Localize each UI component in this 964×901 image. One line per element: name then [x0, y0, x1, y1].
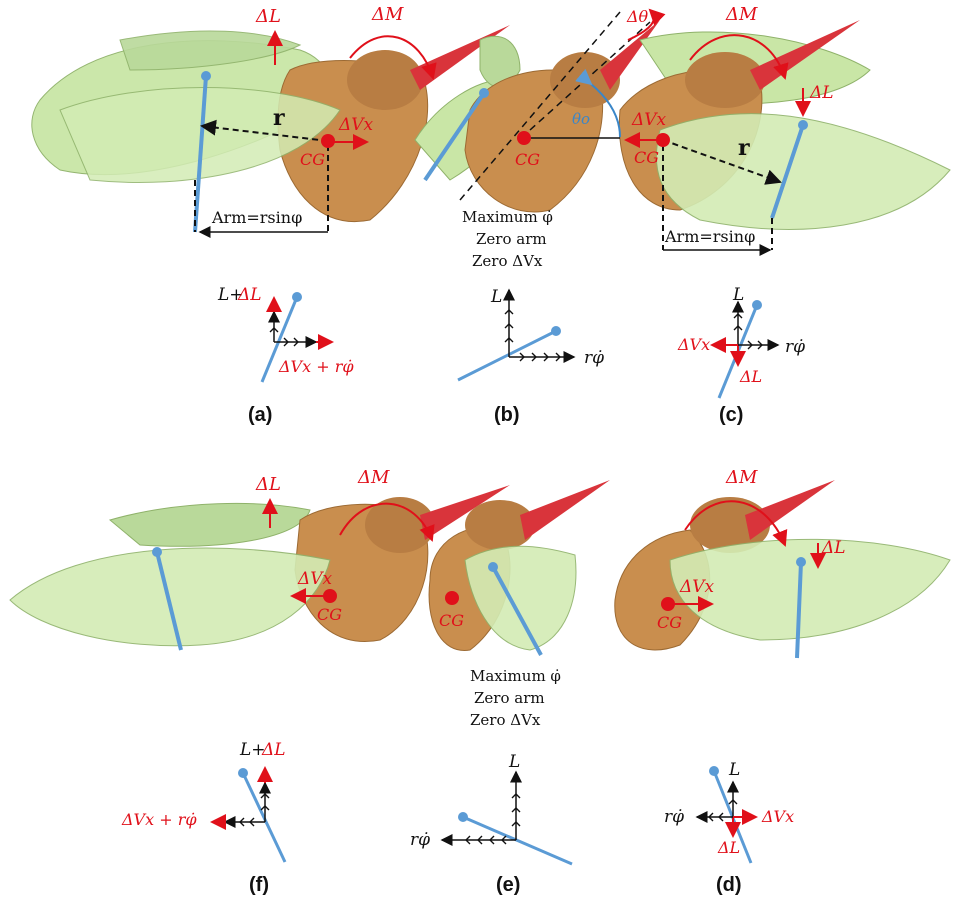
vector-diagram-f: L+ ΔL ΔVx + rφ̇: [121, 740, 286, 862]
note-bottom-zero-arm: Zero arm: [474, 689, 545, 707]
r-label-a: r: [273, 105, 285, 131]
note-bottom-zero-dvx: Zero ΔVx: [470, 711, 541, 729]
vec-rphi-label-e: rφ̇: [410, 830, 430, 850]
wing-tip-dot-e: [488, 562, 498, 572]
vec-wing-dot-e: [458, 812, 468, 822]
note-top-max-phidot: Maximum φ̇: [462, 208, 553, 226]
vec-dvx-label-d: ΔVx: [761, 807, 794, 826]
vec-dL-label-f: ΔL: [261, 740, 286, 760]
head-a: [347, 50, 423, 110]
dvx-label-f: ΔVx: [297, 569, 333, 589]
wing-c-front: [656, 114, 950, 230]
panel-label-b: (b): [494, 404, 520, 426]
vec-wing-dot-a: [292, 292, 302, 302]
vec-dL-label-c: ΔL: [739, 367, 762, 386]
vec-dL-label-a: ΔL: [237, 285, 262, 305]
vector-diagram-c: L rφ̇ ΔVx ΔL: [677, 285, 805, 398]
r-label-c: r: [738, 135, 750, 161]
wing-tip-dot-a: [201, 71, 211, 81]
beak-e: [520, 480, 610, 540]
dvx-label-d: ΔVx: [679, 577, 715, 597]
dtheta-label-b: Δθ: [626, 7, 649, 26]
arm-label-a: Arm=rsinφ: [211, 208, 302, 227]
theta0-label-b: θo: [572, 110, 590, 128]
vec-dvx-label-c: ΔVx: [677, 335, 710, 354]
panel-label-c: (c): [719, 404, 743, 426]
vec-rphi-label-d: rφ̇: [664, 807, 684, 827]
dvx-label-a: ΔVx: [338, 115, 374, 135]
dl-label-a: ΔL: [255, 6, 281, 27]
dm-label-f: ΔM: [357, 467, 390, 488]
wing-tip-dot-f: [152, 547, 162, 557]
note-top-zero-arm: Zero arm: [476, 230, 547, 248]
cg-dot-b: [517, 131, 531, 145]
cg-label-d: CG: [657, 613, 682, 632]
wing-tip-dot-c: [798, 120, 808, 130]
dm-label-d: ΔM: [725, 467, 758, 488]
wing-tip-dot-d: [796, 557, 806, 567]
vec-wing-dot-d: [709, 766, 719, 776]
vec-L-label-d: L: [728, 760, 740, 780]
panel-label-d: (d): [716, 874, 742, 896]
wing-tip-dot-b: [479, 88, 489, 98]
vec-wing-f: [243, 773, 285, 862]
cg-label-c: CG: [634, 148, 659, 167]
panel-label-f: (f): [249, 874, 269, 896]
vec-wing-b: [458, 331, 556, 380]
vec-rphi-label-b: rφ̇: [584, 348, 604, 368]
wing-f-top: [110, 503, 310, 546]
dl-label-f: ΔL: [255, 474, 281, 495]
vec-dvx-rphi-label-f: ΔVx + rφ̇: [121, 810, 197, 829]
panel-label-a: (a): [248, 404, 272, 426]
vec-dL-label-d: ΔL: [717, 838, 740, 857]
vec-dvx-rphi-label-a: ΔVx + rφ̇: [278, 357, 354, 376]
vector-diagram-d: L rφ̇ ΔVx ΔL: [664, 760, 794, 863]
cg-dot-e: [445, 591, 459, 605]
cg-label-f: CG: [317, 605, 342, 624]
vec-L-label-c: L: [732, 285, 744, 305]
vec-L-label-e: L: [508, 752, 520, 772]
note-top-zero-dvx: Zero ΔVx: [472, 252, 543, 270]
dvx-label-c: ΔVx: [631, 110, 667, 130]
vector-diagram-b: L rφ̇: [458, 287, 604, 380]
cg-label-b: CG: [515, 150, 540, 169]
vector-diagram-a: L+ ΔL ΔVx + rφ̇: [217, 285, 354, 382]
vector-diagram-e: L rφ̇: [410, 752, 572, 864]
dl-label-d: ΔL: [821, 538, 846, 558]
vec-wing-dot-c: [752, 300, 762, 310]
vec-rphi-label-c: rφ̇: [785, 337, 805, 357]
note-bottom-max-phidot: Maximum φ̇: [470, 667, 561, 685]
dm-label-a: ΔM: [371, 4, 404, 25]
dm-label-c: ΔM: [725, 4, 758, 25]
dl-label-c: ΔL: [809, 83, 834, 103]
head-c: [685, 52, 765, 108]
vec-L-label-b: L: [490, 287, 502, 307]
cg-label-a: CG: [300, 150, 325, 169]
vec-wing-dot-b: [551, 326, 561, 336]
cg-label-e: CG: [439, 611, 464, 630]
bird-c: [619, 20, 950, 229]
vec-wing-dot-f: [238, 768, 248, 778]
panel-label-e: (e): [496, 874, 520, 896]
arm-label-c: Arm=rsinφ: [664, 227, 755, 246]
